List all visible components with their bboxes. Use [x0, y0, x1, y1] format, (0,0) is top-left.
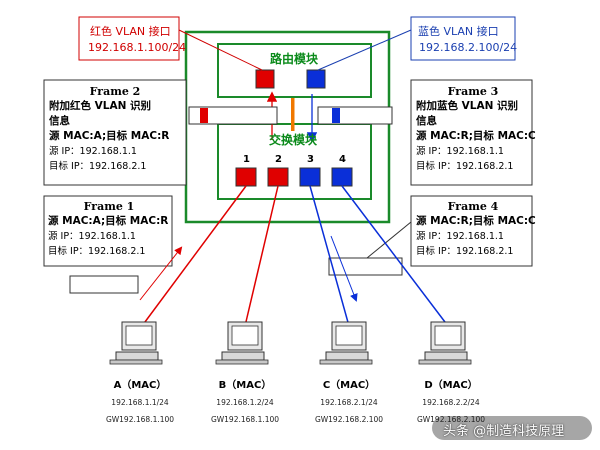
computer-a-label: A（MAC） 192.168.1.1/24 GW192.168.1.100 — [100, 376, 180, 424]
frame3-line4: 源 IP：192.168.1.1 — [416, 146, 504, 157]
frame4-line3: 目标 IP：192.168.2.1 — [416, 246, 514, 257]
frame2-line3: 源 MAC:A;目标 MAC:R — [49, 130, 170, 142]
computer-a-gw: GW192.168.1.100 — [105, 415, 175, 424]
computer-c-name: C（MAC） — [322, 380, 376, 391]
blue-interface-label-box — [410, 16, 516, 61]
frame1-box — [43, 195, 173, 267]
frame4-bar — [328, 257, 403, 276]
cable-c-port3 — [309, 185, 350, 327]
frame3-box — [410, 79, 533, 186]
cable-b-port2 — [244, 185, 279, 327]
frame3-text: Frame 3 附加蓝色 VLAN 识别 信息 源 MAC:R;目标 MAC:C… — [416, 84, 536, 174]
switch-module-title: 交换模块 — [269, 133, 318, 147]
blue-vlan-interface — [306, 69, 326, 89]
cable-a-port1 — [138, 185, 247, 331]
port-4 — [331, 167, 353, 187]
router-module-box — [217, 43, 372, 98]
frame2-line2: 信息 — [49, 115, 70, 127]
frame4-box — [410, 195, 533, 267]
flow-blue-down-arrow — [330, 235, 358, 302]
frame4-line1: 源 MAC:R;目标 MAC:C — [416, 215, 536, 227]
computer-c-label: C（MAC） 192.168.2.1/24 GW192.168.2.100 — [309, 376, 389, 424]
computer-c-ip: 192.168.2.1/24 — [320, 398, 378, 407]
port-2-label: 2 — [275, 154, 282, 165]
frame3-line1: 附加蓝色 VLAN 识别 — [416, 100, 519, 112]
frame2-line1: 附加红色 VLAN 识别 — [49, 100, 152, 112]
red-vlan-interface — [255, 69, 275, 89]
frame2-red-tag — [200, 108, 208, 123]
computer-b-name: B（MAC） — [218, 380, 272, 391]
computer-b-icon — [215, 321, 269, 365]
computer-b-ip: 192.168.1.2/24 — [216, 398, 274, 407]
computer-d-ip: 192.168.2.2/24 — [422, 398, 480, 407]
watermark-text: 头条 @制造科技原理 — [443, 424, 565, 439]
blue-interface-ip: 192.168.2.100/24 — [419, 41, 518, 54]
frame1-text: Frame 1 源 MAC:A;目标 MAC:R 源 IP：192.168.1.… — [48, 199, 170, 259]
frame1-line3: 目标 IP：192.168.2.1 — [48, 246, 146, 257]
computer-c-gw: GW192.168.2.100 — [314, 415, 384, 424]
frame1-title: Frame 1 — [83, 200, 135, 213]
frame4-leader — [366, 221, 412, 259]
frame2-text: Frame 2 附加红色 VLAN 识别 信息 源 MAC:A;目标 MAC:R… — [49, 84, 181, 174]
frame4-line2: 源 IP：192.168.1.1 — [416, 231, 504, 242]
frame1-line1: 源 MAC:A;目标 MAC:R — [48, 215, 169, 227]
port-1 — [235, 167, 257, 187]
port-2 — [267, 167, 289, 187]
computer-b-gw: GW192.168.1.100 — [210, 415, 280, 424]
computer-c-icon — [319, 321, 373, 365]
port-3 — [299, 167, 321, 187]
frame2-line4: 源 IP：192.168.1.1 — [49, 146, 137, 157]
frame2-title: Frame 2 — [89, 85, 141, 98]
red-interface-title: 红色 VLAN 接口 — [90, 25, 171, 38]
red-interface-label-box — [78, 16, 180, 61]
frame4-title: Frame 4 — [447, 200, 499, 213]
red-label-leader — [178, 29, 263, 71]
router-module-title: 路由模块 — [270, 52, 319, 66]
watermark-pill — [432, 416, 592, 440]
frame2-bar — [188, 106, 278, 125]
frame1-bar — [69, 275, 139, 294]
port-3-label: 3 — [307, 154, 314, 165]
flow-red-up-arrow — [139, 246, 183, 301]
computer-a-name: A（MAC） — [113, 380, 167, 391]
red-interface-ip: 192.168.1.100/24 — [88, 41, 187, 54]
computer-a-ip: 192.168.1.1/24 — [111, 398, 169, 407]
computer-a-icon — [109, 321, 163, 365]
computer-d-name: D（MAC） — [424, 380, 478, 391]
frame3-blue-tag — [332, 108, 340, 123]
cable-d-port4 — [341, 185, 449, 327]
frame4-text: Frame 4 源 MAC:R;目标 MAC:C 源 IP：192.168.1.… — [416, 199, 536, 259]
computer-b-label: B（MAC） 192.168.1.2/24 GW192.168.1.100 — [205, 376, 285, 424]
frame3-line5: 目标 IP：192.168.2.1 — [416, 161, 514, 172]
trunk-link — [291, 98, 295, 131]
frame2-box — [43, 79, 187, 186]
frame2-line5: 目标 IP：192.168.2.1 — [49, 161, 147, 172]
port-4-label: 4 — [339, 154, 346, 165]
frame3-bar — [317, 106, 393, 125]
computer-d-label: D（MAC） 192.168.2.2/24 GW192.168.2.100 — [411, 376, 491, 424]
frame1-line2: 源 IP：192.168.1.1 — [48, 231, 136, 242]
frame3-line3: 源 MAC:R;目标 MAC:C — [416, 130, 536, 142]
computer-d-icon — [418, 321, 472, 365]
computer-d-gw: GW192.168.2.100 — [416, 415, 486, 424]
blue-interface-title: 蓝色 VLAN 接口 — [418, 25, 499, 38]
blue-label-leader — [317, 29, 412, 71]
frame3-title: Frame 3 — [447, 85, 499, 98]
frame3-line2: 信息 — [416, 115, 437, 127]
port-1-label: 1 — [243, 154, 250, 165]
